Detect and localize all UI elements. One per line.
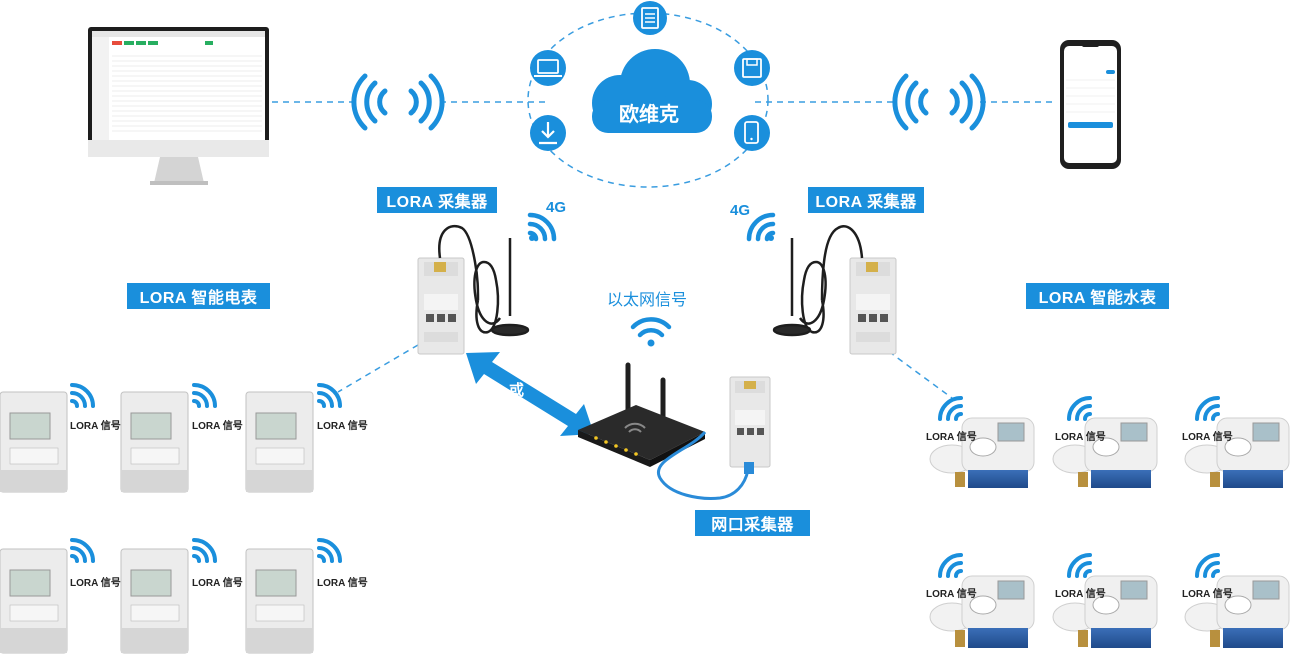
water-meter-icon [1184,575,1290,648]
wifi-icon [1067,553,1092,578]
water-meter-icon [1184,417,1290,488]
wifi-icon [192,383,217,408]
wifi-icon [1067,396,1092,421]
wifi-icon [70,538,95,563]
network-cable [656,430,750,500]
wifi-icon [746,212,776,242]
wifi-icon [192,538,217,563]
water-meter-label: LORA 智能水表 [1026,283,1169,309]
document-icon [633,1,667,35]
laptop-icon [530,50,566,86]
electric-meter-icon [245,391,314,493]
meter-signal-label: LORA 信号 [926,589,977,600]
electric-meter-icon [120,548,189,654]
meter-signal-label: LORA 信号 [192,421,243,432]
phone-icon [1060,40,1121,169]
router-icon [578,362,705,467]
save-icon [734,50,770,86]
meter-signal-label: LORA 信号 [926,432,977,443]
wifi-icon [892,73,986,131]
meter-signal-label: LORA 信号 [1055,589,1106,600]
net-collector-device [729,376,771,474]
signal-4g-left: 4G [546,199,567,216]
wifi-icon [1195,396,1220,421]
meter-signal-label: LORA 信号 [192,578,243,589]
meter-signal-label: LORA 信号 [1055,432,1106,443]
wifi-icon [527,212,557,242]
electric-meter-icon [120,391,189,493]
meter-signal-label: LORA 信号 [317,578,368,589]
double-arrow-icon [466,352,594,436]
download-icon [530,115,566,151]
water-meter-icon [929,575,1035,648]
antenna-icon [772,225,864,337]
electric-meter-icon [0,548,68,654]
electric-meter-label: LORA 智能电表 [127,283,270,309]
antenna-icon [438,224,530,337]
wifi-icon [938,553,963,578]
or-label: 或 [509,382,525,399]
wifi-icon [630,317,672,338]
water-meter-icon [1052,417,1158,488]
meter-signal-label: LORA 信号 [1182,589,1233,600]
electric-meter-icon [245,548,314,654]
cloud-label: 欧维克 [619,104,679,126]
meter-signal-label: LORA 信号 [70,421,121,432]
wifi-icon [70,383,95,408]
meter-signal-label: LORA 信号 [1182,432,1233,443]
collector-label-left: LORA 采集器 [377,187,497,213]
wifi-icon [1195,553,1220,578]
electric-meter-icon [0,391,68,493]
wifi-icon [351,73,445,131]
wifi-icon [938,396,963,421]
meter-signal-label: LORA 信号 [317,421,368,432]
ethernet-signal-label: 以太网信号 [607,292,688,309]
meter-signal-label: LORA 信号 [70,578,121,589]
collector-label-right: LORA 采集器 [808,187,924,213]
net-collector-label: 网口采集器 [695,510,810,536]
cloud-icon [592,49,712,133]
water-meter-icon [929,417,1035,488]
collector-device-right [849,257,897,355]
signal-4g-right: 4G [730,202,751,219]
water-meter-icon [1052,575,1158,648]
wifi-icon [317,383,342,408]
mobile-icon [734,115,770,151]
collector-device-left [417,257,465,355]
monitor-icon [88,27,269,185]
wifi-icon [317,538,342,563]
